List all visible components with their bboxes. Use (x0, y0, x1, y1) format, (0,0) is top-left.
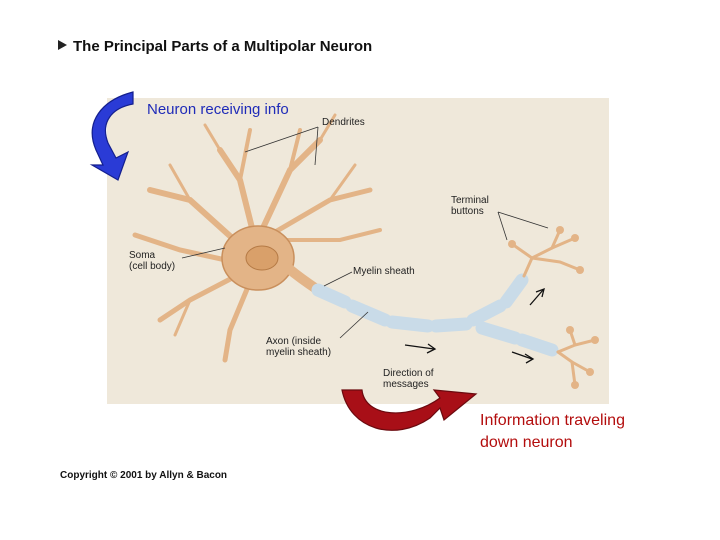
copyright: Copyright © 2001 by Allyn & Bacon (60, 470, 228, 481)
nucleus (245, 245, 279, 271)
label-axon: Axon (inside myelin sheath) (266, 336, 331, 358)
label-terminal-line2: buttons (451, 206, 484, 217)
annotation-traveling: Information traveling down neuron (480, 410, 625, 454)
label-terminal-buttons: Terminal buttons (451, 195, 489, 217)
title-text: The Principal Parts of a Multipolar Neur… (73, 38, 373, 55)
label-direction-line2: messages (383, 379, 429, 390)
leader-lines (181, 126, 549, 339)
dendrites (132, 113, 382, 363)
label-dendrites: Dendrites (322, 117, 365, 128)
terminal-buttons (510, 228, 597, 387)
terminal-knobs (508, 226, 599, 389)
traveling-arrow-icon (341, 389, 478, 431)
label-soma: Soma (cell body) (129, 250, 175, 272)
label-soma-line2: (cell body) (129, 261, 176, 272)
label-myelin-sheath: Myelin sheath (353, 266, 415, 277)
annotation-traveling-line2: down neuron (480, 434, 573, 451)
label-direction-line1: Direction of (383, 368, 434, 379)
label-terminal-line1: Terminal (451, 195, 489, 206)
annotation-receiving: Neuron receiving info (147, 101, 289, 118)
annotation-traveling-line1: Information traveling (480, 412, 625, 429)
label-direction: Direction of messages (383, 368, 434, 390)
receiving-arrow-icon (89, 91, 134, 181)
label-axon-line1: Axon (inside (266, 336, 322, 347)
label-axon-line2: myelin sheath) (266, 347, 332, 358)
diagram-title: The Principal Parts of a Multipolar Neur… (58, 38, 372, 55)
label-soma-line1: Soma (129, 250, 156, 261)
myelinated-axon (311, 273, 559, 357)
direction-arrows (404, 287, 545, 364)
title-triangle-icon (58, 40, 67, 50)
